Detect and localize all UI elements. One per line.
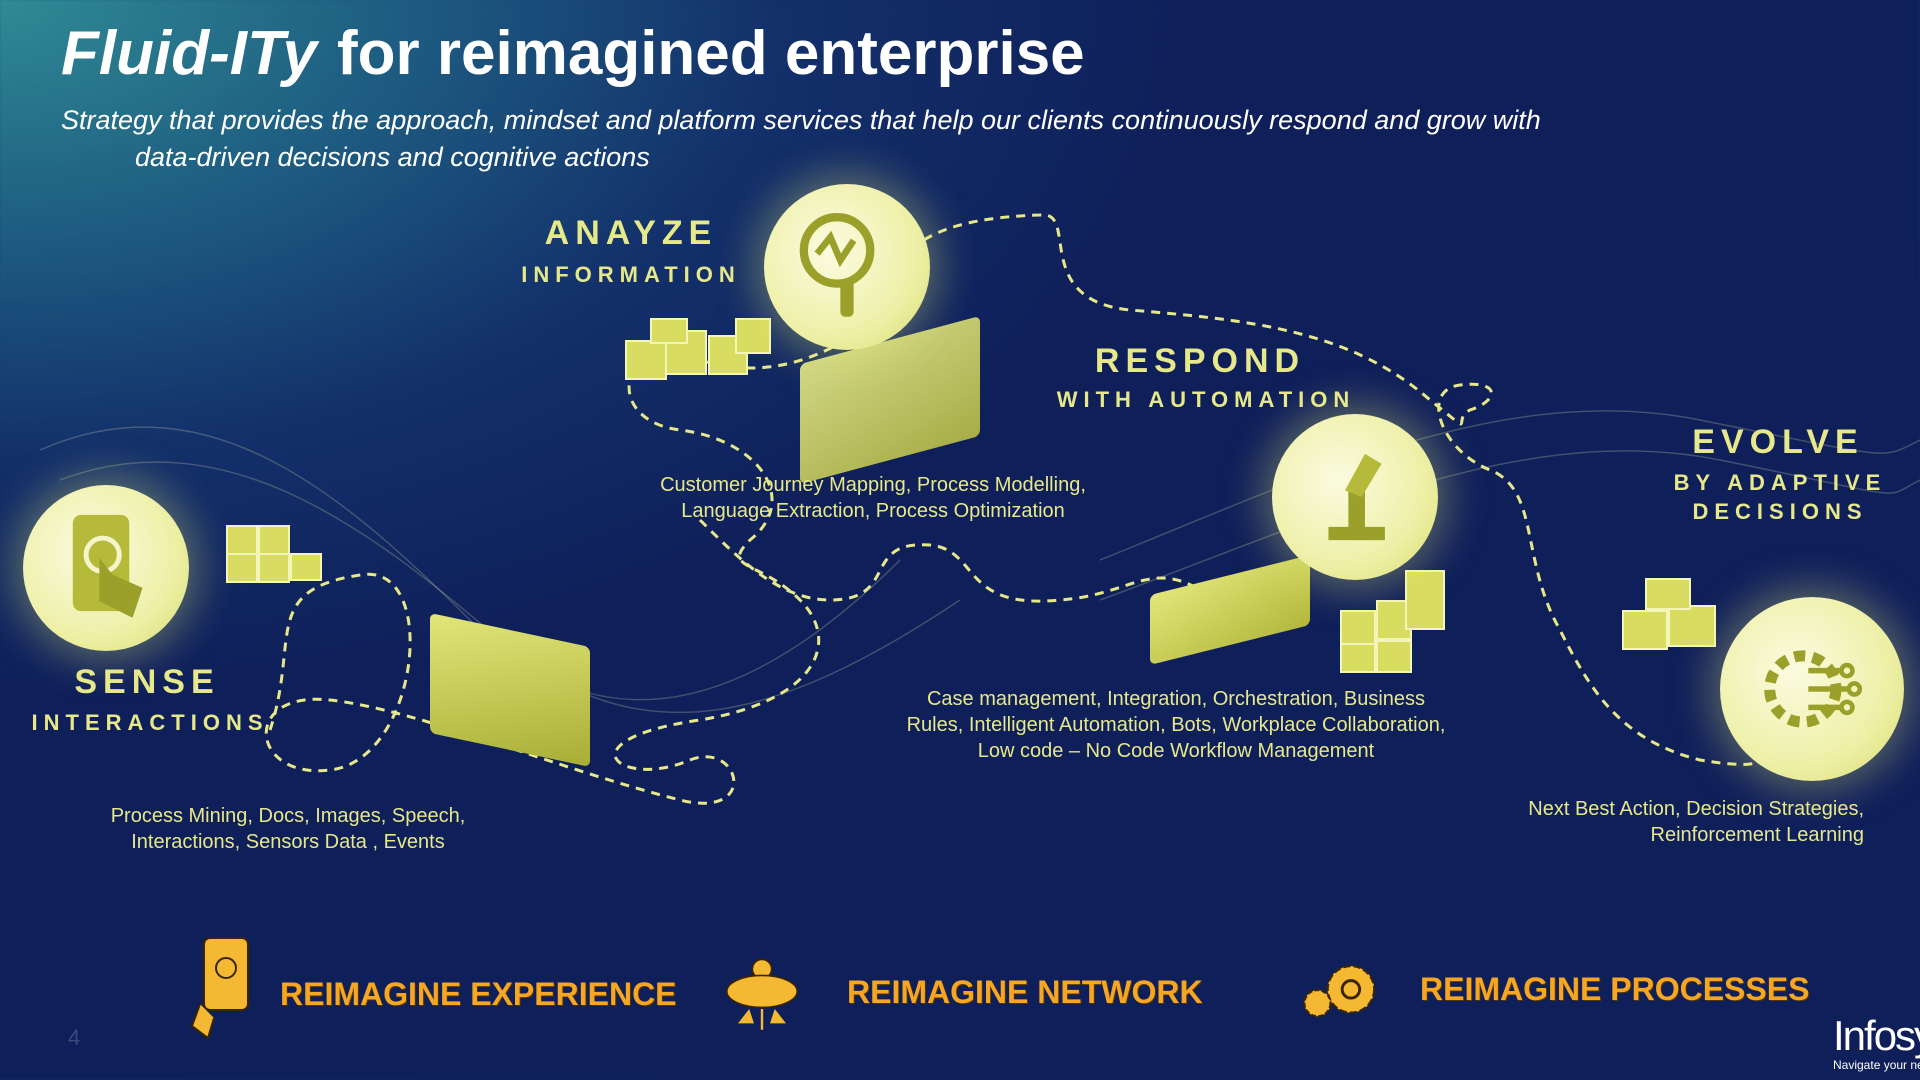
evolve-description: Next Best Action, Decision Strategies,Re… (1528, 798, 1864, 846)
ai-brain-circuit-icon (1764, 650, 1863, 728)
reimagine-experience-label: REIMAGINE EXPERIENCE (280, 976, 677, 1012)
sense-heading: SENSE (74, 663, 220, 701)
analyze-circle (764, 184, 930, 350)
evolve-heading: EVOLVE (1692, 423, 1864, 461)
analyze-heading: ANAYZE (544, 214, 718, 252)
title-brand: Fluid-ITy (61, 19, 317, 88)
respond-heading: RESPOND (1094, 342, 1306, 380)
evolve-circle (1720, 597, 1904, 781)
title-rest: for reimagined enterprise (337, 19, 1085, 88)
respond-subheading: WITH AUTOMATION (1056, 387, 1356, 412)
reimagine-processes-label: REIMAGINE PROCESSES (1420, 971, 1810, 1007)
sense-circle (23, 485, 189, 651)
page-title: Fluid-ITy for reimagined enterprise (61, 18, 1085, 89)
infosys-logo: Infosys Navigate your next (1833, 1012, 1920, 1073)
touch-phone-icon (72, 514, 143, 618)
sense-subheading: INTERACTIONS (31, 710, 269, 735)
evolve-subheading-1: BY ADAPTIVE (1673, 470, 1887, 495)
subtitle-line-2: data-driven decisions and cognitive acti… (135, 142, 650, 172)
evolve-subheading-2: DECISIONS (1692, 499, 1868, 524)
robot-arm-icon (1328, 453, 1385, 541)
magnifier-chart-icon (799, 213, 875, 317)
reimagine-network-label: REIMAGINE NETWORK (847, 974, 1203, 1010)
cloud-gear-icon (722, 938, 802, 1053)
gears-icon (1300, 938, 1380, 1053)
analyze-subheading: INFORMATION (521, 262, 741, 287)
respond-description: Case management, Integration, Orchestrat… (906, 688, 1446, 762)
analyze-description: Customer Journey Mapping, Process Modell… (660, 474, 1086, 522)
phone-user-icon (182, 934, 262, 1049)
page-number: 4 (68, 1025, 81, 1050)
sense-description: Process Mining, Docs, Images, Speech,Int… (110, 805, 466, 853)
subtitle-line-1: Strategy that provides the approach, min… (61, 105, 1541, 135)
respond-circle (1272, 414, 1438, 580)
